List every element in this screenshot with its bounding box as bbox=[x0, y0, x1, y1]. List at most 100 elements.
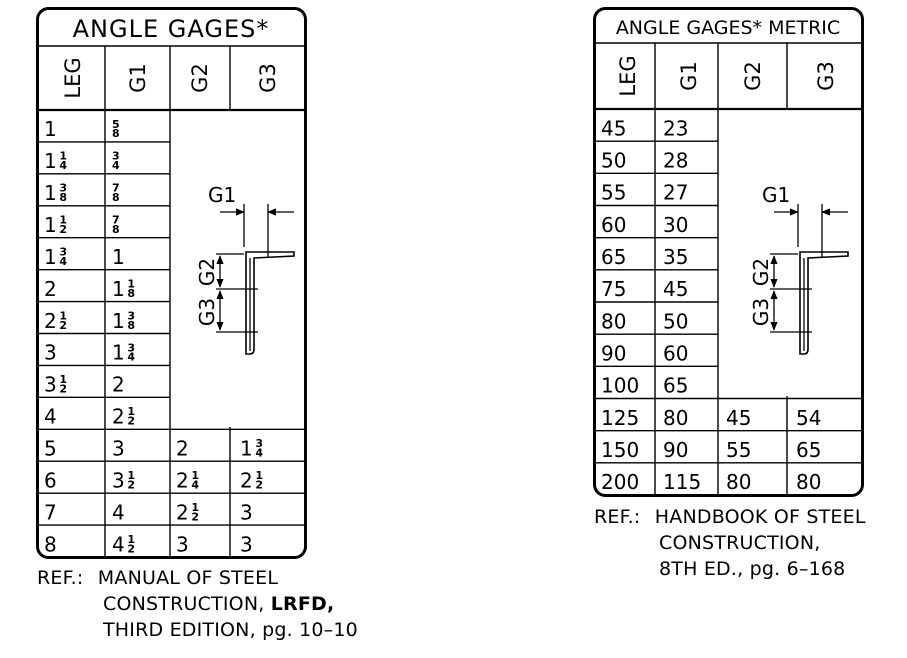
svg-text:65: 65 bbox=[663, 374, 688, 398]
cell-g1: 50 bbox=[663, 309, 688, 333]
diagram-label-g2: G2 bbox=[749, 258, 773, 286]
svg-text:1: 1 bbox=[44, 213, 57, 237]
angle-section bbox=[799, 251, 849, 355]
svg-text:2: 2 bbox=[112, 405, 125, 429]
svg-text:30: 30 bbox=[663, 213, 688, 237]
svg-text:3: 3 bbox=[240, 500, 253, 524]
svg-text:2: 2 bbox=[127, 478, 135, 491]
svg-text:3: 3 bbox=[112, 436, 125, 460]
svg-text:4: 4 bbox=[112, 500, 125, 524]
diagram-label-g3: G3 bbox=[749, 298, 773, 326]
svg-text:55: 55 bbox=[601, 181, 626, 205]
cell-g1: 78 bbox=[112, 214, 120, 236]
svg-text:3: 3 bbox=[112, 150, 120, 163]
svg-text:23: 23 bbox=[663, 116, 688, 140]
svg-text:65: 65 bbox=[796, 438, 821, 462]
svg-text:80: 80 bbox=[663, 406, 688, 430]
diagram-label-g1: G1 bbox=[762, 183, 790, 207]
cell-leg: 3 bbox=[44, 341, 57, 365]
cell-leg: 50 bbox=[601, 149, 626, 173]
svg-text:2: 2 bbox=[44, 277, 57, 301]
cell-g1: 90 bbox=[663, 438, 688, 462]
svg-text:8: 8 bbox=[127, 319, 135, 332]
svg-text:2: 2 bbox=[176, 500, 189, 524]
svg-text:4: 4 bbox=[255, 446, 263, 459]
cell-leg: 90 bbox=[601, 342, 626, 366]
svg-text:7: 7 bbox=[112, 214, 120, 227]
svg-text:5: 5 bbox=[112, 118, 120, 131]
cell-g3: 3 bbox=[240, 500, 253, 524]
svg-text:2: 2 bbox=[127, 415, 135, 428]
svg-text:1: 1 bbox=[240, 436, 253, 460]
cell-g1: 65 bbox=[663, 374, 688, 398]
cell-leg: 200 bbox=[601, 470, 639, 494]
svg-text:1: 1 bbox=[59, 214, 67, 227]
cell-g3: 65 bbox=[796, 438, 821, 462]
cell-g1: 58 bbox=[112, 118, 120, 140]
cell-g2: 55 bbox=[726, 438, 751, 462]
header-g1: G1 bbox=[126, 63, 150, 93]
svg-text:3: 3 bbox=[127, 309, 135, 322]
cell-leg: 55 bbox=[601, 181, 626, 205]
cell-g1: 28 bbox=[663, 149, 688, 173]
svg-text:2: 2 bbox=[176, 436, 189, 460]
right-table-title: ANGLE GAGES* METRIC bbox=[616, 17, 840, 39]
svg-text:3: 3 bbox=[255, 437, 263, 450]
svg-text:7: 7 bbox=[112, 182, 120, 195]
svg-text:90: 90 bbox=[601, 342, 626, 366]
svg-text:1: 1 bbox=[59, 150, 67, 163]
svg-text:50: 50 bbox=[663, 309, 688, 333]
cell-g3: 54 bbox=[796, 406, 821, 430]
table-row: 80 50 bbox=[595, 309, 718, 335]
svg-text:1: 1 bbox=[112, 309, 125, 333]
svg-text:4: 4 bbox=[59, 255, 67, 268]
ref-line-1: MANUAL OF STEEL bbox=[97, 567, 279, 589]
metric-header-leg: LEG bbox=[616, 55, 640, 96]
svg-text:1: 1 bbox=[112, 277, 125, 301]
svg-text:3: 3 bbox=[44, 341, 57, 365]
svg-text:35: 35 bbox=[663, 245, 688, 269]
cell-leg: 80 bbox=[601, 309, 626, 333]
metric-header-g3: G3 bbox=[814, 61, 838, 91]
svg-text:2: 2 bbox=[59, 319, 67, 332]
svg-text:3: 3 bbox=[44, 373, 57, 397]
cell-g2: 45 bbox=[726, 406, 751, 430]
diagram-label-g3: G3 bbox=[195, 298, 219, 326]
header-leg: LEG bbox=[61, 57, 85, 98]
cell-leg: 6 bbox=[44, 468, 57, 492]
table-row: 125 80 45 54 bbox=[595, 406, 862, 432]
cell-leg: 125 bbox=[601, 406, 639, 430]
svg-text:3: 3 bbox=[240, 532, 253, 556]
svg-text:60: 60 bbox=[601, 213, 626, 237]
cell-g1: 78 bbox=[112, 182, 120, 204]
metric-ref-prefix: REF.: bbox=[594, 506, 641, 528]
svg-text:2: 2 bbox=[255, 478, 263, 491]
svg-text:2: 2 bbox=[240, 468, 253, 492]
svg-text:1: 1 bbox=[44, 117, 57, 141]
svg-text:8: 8 bbox=[44, 532, 57, 556]
svg-text:1: 1 bbox=[127, 533, 135, 546]
cell-leg: 75 bbox=[601, 277, 626, 301]
cell-g1: 27 bbox=[663, 181, 688, 205]
cell-g1: 34 bbox=[112, 150, 120, 172]
cell-leg: 100 bbox=[601, 374, 639, 398]
